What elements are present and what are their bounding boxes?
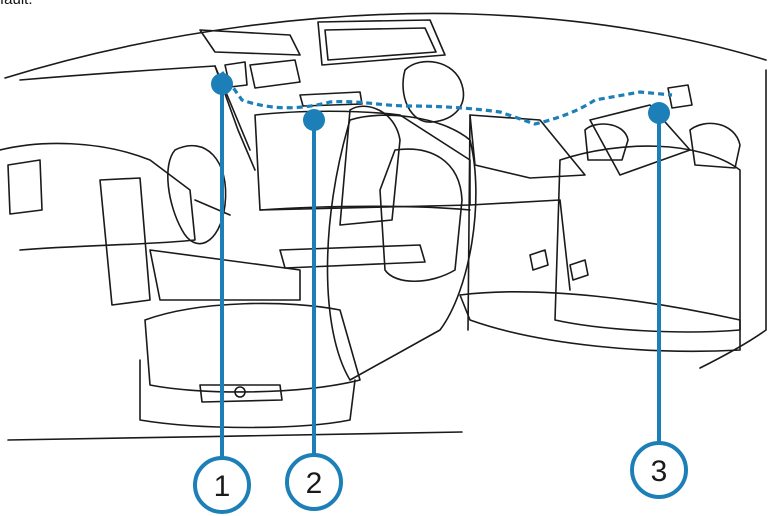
anchor-dot-2 [303, 109, 325, 131]
seatbelt-buckle [529, 249, 549, 271]
dashboard-vent-left [7, 159, 43, 215]
callout-1: 1 [193, 456, 251, 514]
sunroof-inner [324, 27, 437, 61]
b-pillar [467, 114, 471, 331]
callout-circle-1 [193, 456, 251, 514]
callout-2: 2 [285, 453, 343, 511]
rear-body-outline [699, 69, 767, 369]
quarter-window [589, 104, 691, 176]
front-seat-back-panel [379, 148, 463, 283]
seat-control-knob [234, 386, 246, 398]
windshield-frame [19, 65, 251, 151]
center-stack [99, 177, 151, 306]
rear-door-window [469, 114, 586, 179]
rear-headrest-right [689, 122, 741, 169]
rear-bench-back [554, 145, 741, 333]
callout-circle-2 [285, 453, 343, 511]
cut-off-caption-text: fault. [0, 0, 33, 8]
callout-circle-3 [630, 441, 688, 499]
callout-number-3: 3 [651, 455, 668, 488]
rear-view-mirror [249, 59, 301, 89]
door-armrest [279, 244, 426, 269]
front-seat-base [139, 359, 356, 429]
front-seat-back [326, 114, 477, 381]
door-trim [259, 205, 471, 211]
callout-leaders [220, 84, 661, 458]
cable-route [220, 71, 673, 126]
seat-controls [199, 384, 283, 403]
dashcam-rear [667, 84, 693, 109]
front-seat-headrest [402, 60, 465, 123]
steering-column [194, 199, 231, 216]
overhead-console [299, 91, 363, 107]
callout-number-2: 2 [306, 467, 323, 500]
seatbelt-buckle-2 [569, 259, 589, 281]
anchor-dot-1 [211, 73, 233, 95]
front-seat-cushion [144, 302, 361, 393]
floor-line [7, 431, 463, 441]
front-door-window [254, 110, 471, 211]
gear-console [149, 249, 301, 301]
callout-3: 3 [630, 441, 688, 499]
rear-door-trim [469, 199, 571, 291]
car-interior-line-art [0, 12, 767, 441]
steering-wheel [167, 144, 227, 245]
rear-bench-cushion [459, 291, 741, 353]
sun-visor [199, 29, 301, 56]
rear-headrest [584, 123, 629, 161]
sunroof [317, 19, 446, 66]
anchor-dot-3 [648, 102, 670, 124]
roof-outline [4, 12, 767, 79]
callout-number-1: 1 [214, 470, 231, 503]
passenger-seat [339, 105, 401, 226]
dashboard [0, 142, 196, 251]
